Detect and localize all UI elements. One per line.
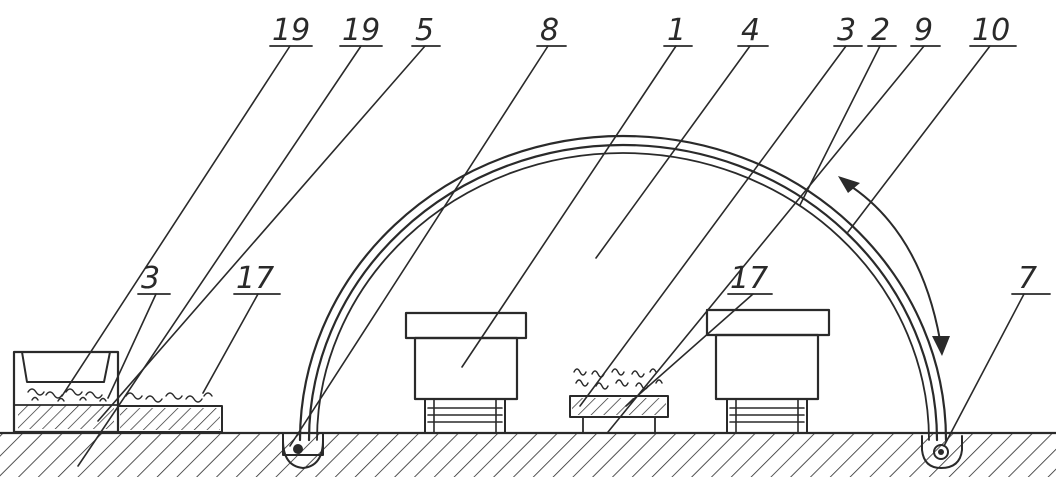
right-pot-stand [705,308,831,434]
callout-4: 4 [741,13,760,48]
callout-10: 10 [972,13,1010,48]
left-hinge [282,432,324,469]
callout-3-top: 3 [837,13,856,48]
callout-8: 8 [540,13,559,48]
callout-19-left: 19 [272,13,310,48]
ground-tray-left [117,392,223,433]
callout-labels: 19 19 5 8 1 4 3 2 9 10 3 17 17 7 [141,13,1037,296]
callout-underlines [137,45,1051,295]
callout-7: 7 [1018,261,1037,296]
callout-19-right: 19 [342,13,380,48]
ground [0,431,1056,477]
callout-2: 2 [871,13,890,48]
right-hinge [921,435,963,469]
callout-17-left: 17 [236,261,274,296]
callout-5: 5 [415,13,434,48]
dome-cover [298,134,948,442]
left-container [12,350,120,434]
center-seedling-tray [569,368,669,434]
callout-3-left: 3 [141,261,160,296]
leader-lines [61,45,1025,467]
callout-9: 9 [914,13,933,48]
callout-17-center: 17 [730,261,768,296]
left-pot-stand [404,311,528,434]
callout-1: 1 [667,13,686,48]
rotation-arrow [838,176,950,356]
